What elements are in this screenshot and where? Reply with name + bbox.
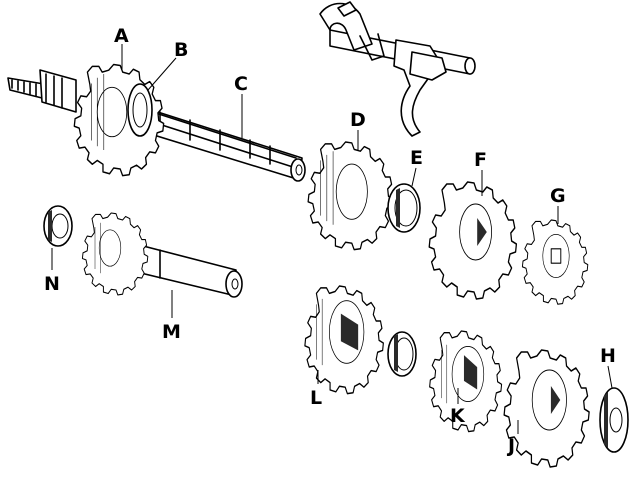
gear-g — [521, 219, 589, 305]
circlip-e — [387, 183, 421, 233]
mainshaft-assembly — [7, 63, 306, 182]
label-g: G — [550, 185, 566, 207]
label-a: A — [114, 25, 129, 47]
gear-k — [428, 330, 503, 433]
label-c: C — [234, 73, 248, 95]
label-e: E — [410, 147, 423, 169]
label-d: D — [350, 109, 366, 131]
label-l: L — [310, 387, 322, 409]
part-labels: A B C D E F G H J K L M N — [44, 25, 616, 457]
label-j: J — [506, 435, 515, 457]
label-h: H — [600, 345, 616, 367]
shift-fork-assembly — [319, 1, 476, 137]
gear-f — [428, 181, 518, 300]
gear-d — [307, 141, 394, 251]
label-n: N — [44, 273, 60, 295]
washer-n — [43, 205, 73, 247]
leader-lines — [51, 44, 613, 434]
gear-j — [503, 349, 590, 468]
label-b: B — [174, 39, 188, 61]
gear-l — [304, 285, 385, 395]
circlip — [387, 331, 417, 377]
layshaft-assembly — [81, 212, 243, 298]
label-k: K — [450, 405, 466, 427]
label-m: M — [162, 321, 181, 343]
label-f: F — [474, 149, 487, 171]
washer-h — [599, 387, 629, 453]
